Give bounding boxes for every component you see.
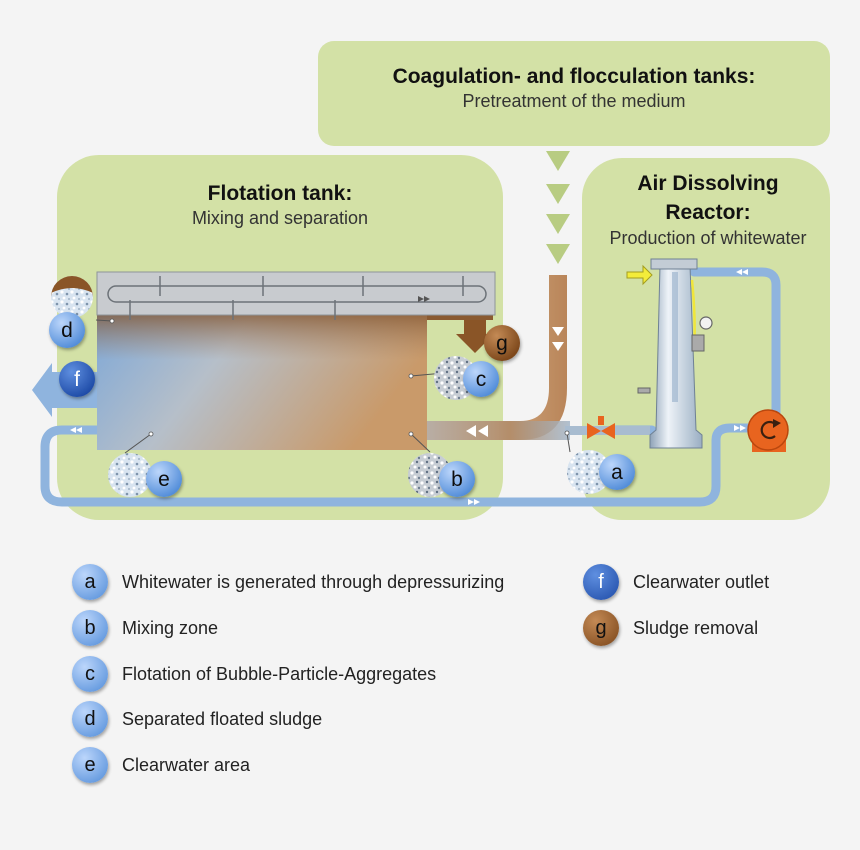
marker-c: c <box>463 361 499 397</box>
pressure-gauge <box>699 316 713 330</box>
flotation-subtitle: Mixing and separation <box>192 208 368 228</box>
marker-a: a <box>599 454 635 490</box>
marker-e: e <box>146 461 182 497</box>
marker-c-label: c <box>476 368 487 391</box>
air-inlet-arrow <box>626 264 653 286</box>
inflow-pipe-arrows <box>466 327 564 437</box>
pressure-valve <box>587 416 615 439</box>
coagulation-title: Coagulation- and flocculation tanks: <box>393 65 756 88</box>
sludge-chute <box>456 320 494 353</box>
inflow-arrows <box>546 151 570 264</box>
mix-pipe <box>420 421 570 440</box>
coagulation-panel <box>318 41 830 146</box>
drain-valve <box>637 387 651 394</box>
marker-a-label: a <box>611 461 623 484</box>
marker-b: b <box>439 461 475 497</box>
marker-g: g <box>484 325 520 361</box>
pump <box>747 409 789 452</box>
marker-e-label: e <box>158 468 170 491</box>
skimmer-paddles <box>129 276 464 320</box>
reactor-top <box>650 258 698 270</box>
flotation-title: Flotation tank: <box>208 182 353 205</box>
marker-b-label: b <box>451 468 463 491</box>
marker-d-label: d <box>61 319 73 342</box>
skimmer-belt <box>107 285 487 303</box>
skimmer-housing <box>96 271 496 316</box>
marker-f: f <box>59 361 95 397</box>
coagulation-subtitle: Pretreatment of the medium <box>462 91 685 111</box>
leader-dots <box>109 318 570 437</box>
marker-d: d <box>49 312 85 348</box>
reactor-title-line1: Air Dissolving <box>637 172 778 195</box>
skimmer-direction <box>418 296 430 302</box>
reactor-subtitle: Production of whitewater <box>609 228 806 248</box>
pipe-flow-markers <box>70 269 748 505</box>
bubble-sample-a <box>567 450 611 494</box>
marker-g-label: g <box>496 332 508 355</box>
reactor-inner-tube <box>672 272 678 402</box>
sludge-sample-cap <box>51 276 93 297</box>
gauge-fitting <box>691 334 705 352</box>
bubble-sample-e <box>108 453 152 497</box>
marker-f-label: f <box>74 368 80 391</box>
reactor-title-line2: Reactor: <box>665 201 750 224</box>
